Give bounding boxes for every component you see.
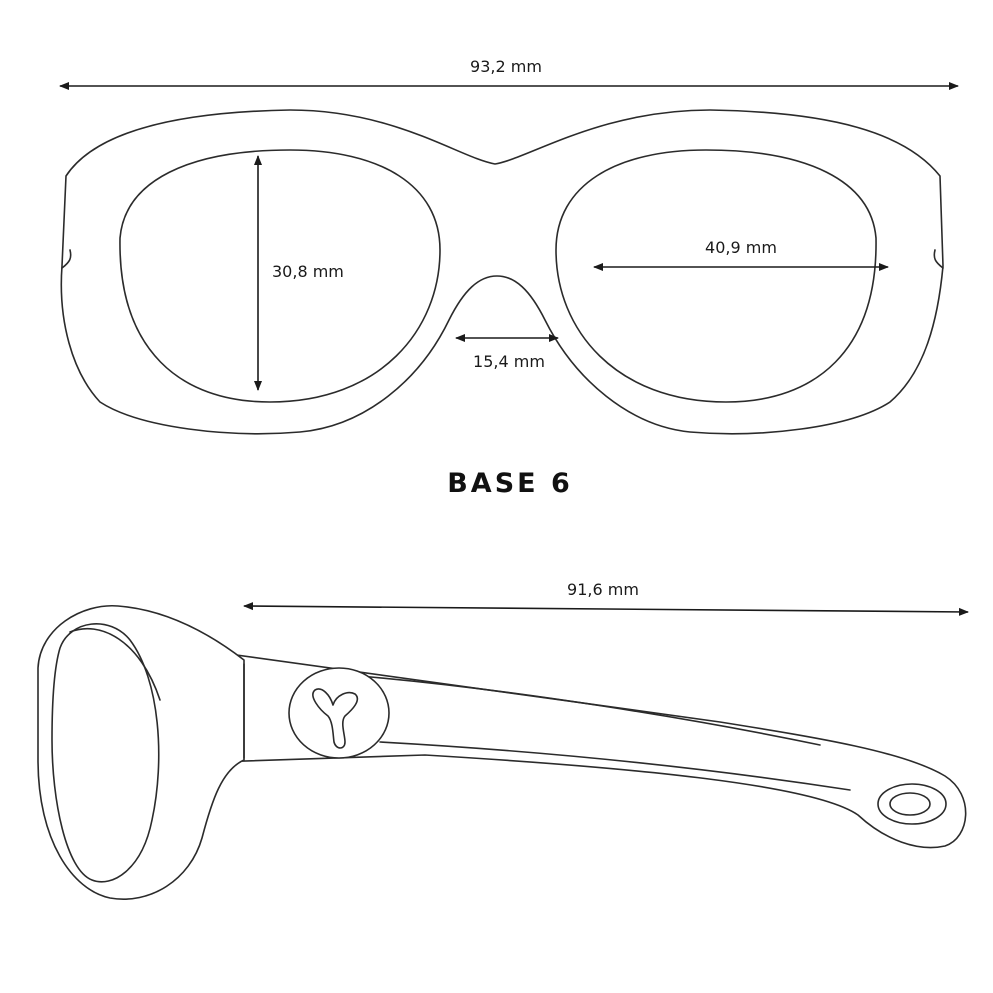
lens-width-label: 40,9 mm: [705, 238, 777, 257]
side-view: 91,6 mm: [37, 580, 969, 900]
left-lens-outline: [119, 149, 441, 403]
front-frame-outline: [60, 109, 944, 435]
total-width-label: 93,2 mm: [470, 57, 542, 76]
base-curve-label: BASE 6: [447, 468, 573, 499]
lens-height-label: 30,8 mm: [272, 262, 344, 281]
temple-tip-hole: [889, 792, 931, 816]
right-hinge-line: [933, 249, 944, 269]
right-lens-outline: [555, 149, 877, 403]
temple-tip-ring: [877, 783, 947, 825]
left-hinge-line: [61, 249, 72, 269]
temple-length-dimension-arrow: [243, 602, 969, 616]
temple-inner-rail: [359, 675, 821, 746]
temple-logo-glyph: [312, 688, 359, 749]
side-lens-inner-curve: [69, 627, 161, 701]
side-frame-front-outline: [37, 605, 245, 900]
bridge-width-label: 15,4 mm: [473, 352, 545, 371]
side-lens-outline: [51, 623, 160, 883]
front-view: 93,2 mm 30,8 mm 40,9 mm 15,4 mm: [59, 57, 959, 435]
temple-inner-rail-lower: [379, 741, 851, 791]
temple-arm-outline: [199, 649, 967, 849]
temple-length-label: 91,6 mm: [567, 580, 639, 599]
temple-logo-emblem: [288, 667, 390, 759]
